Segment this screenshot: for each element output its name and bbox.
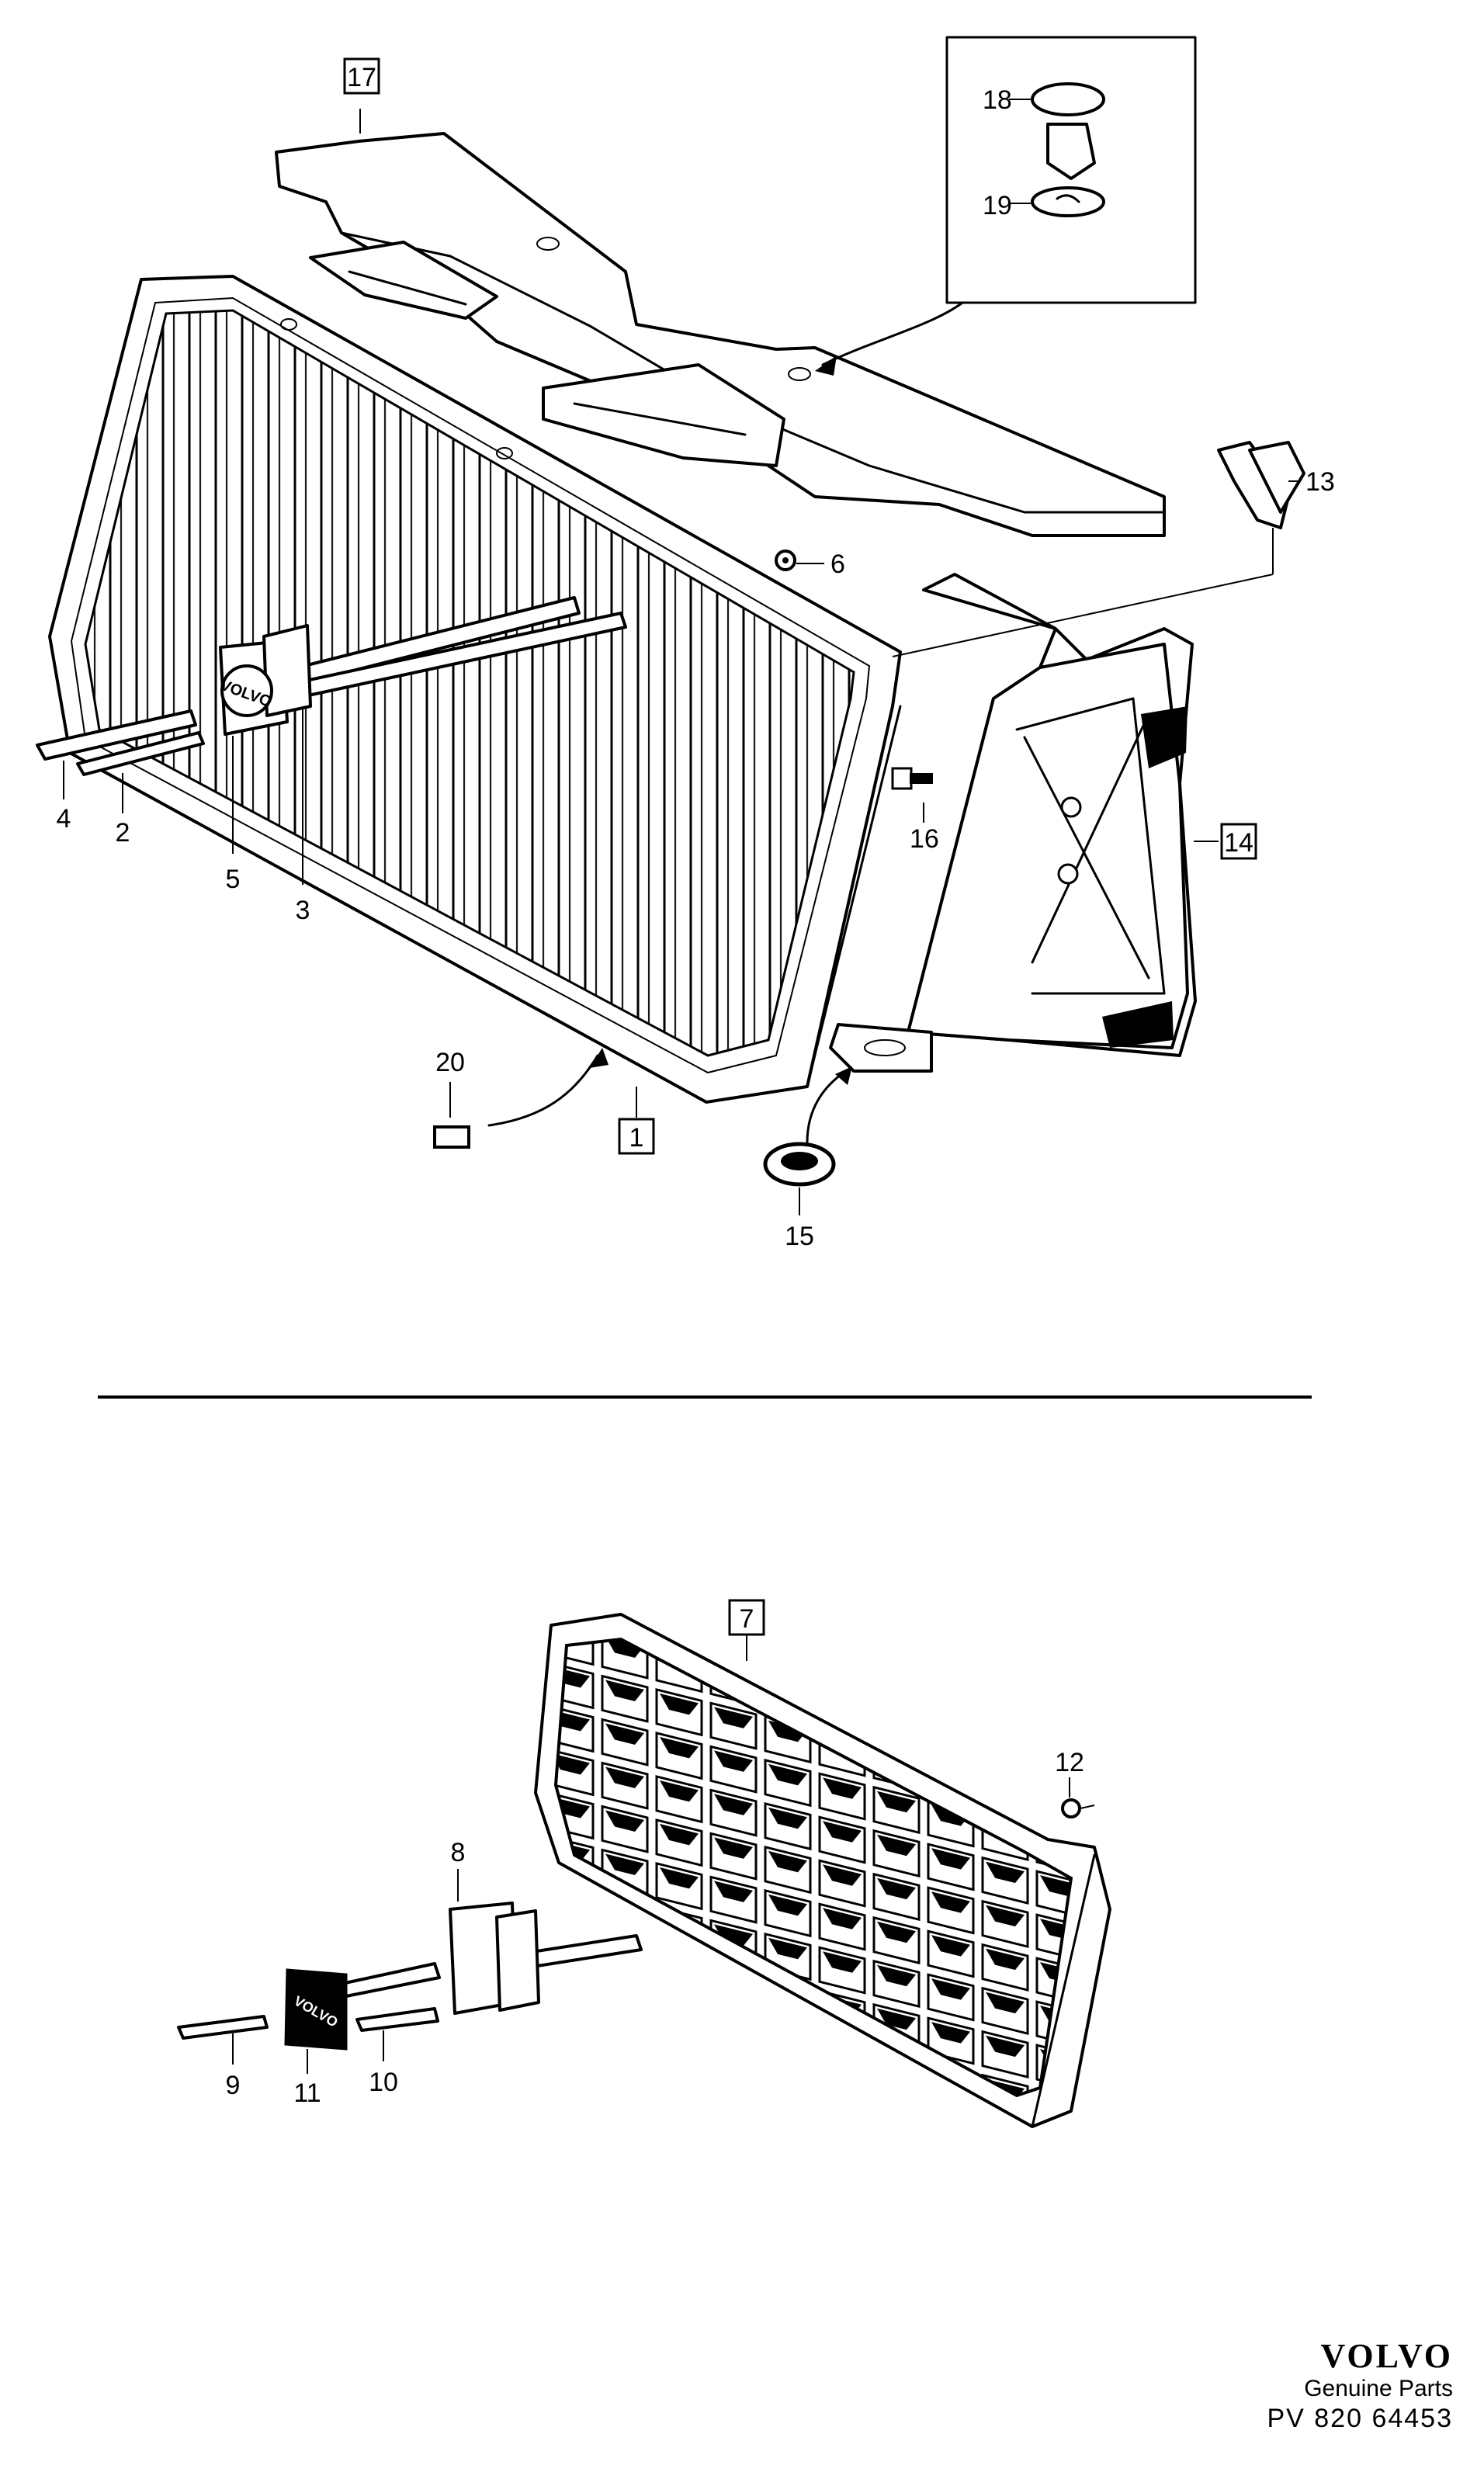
lower-grille: [534, 1613, 1111, 2128]
pad-20: [433, 1125, 470, 1149]
branding-block: VOLVO Genuine Parts PV 820 64453: [1267, 2338, 1453, 2434]
callout-3: 3: [296, 896, 310, 925]
main-grille: [48, 275, 902, 1104]
callout-12: 12: [1055, 1748, 1084, 1777]
volvo-logo: VOLVO: [1320, 2337, 1453, 2375]
clip-13: [1217, 441, 1305, 529]
nut-12: [1061, 1798, 1095, 1818]
callout-9: 9: [226, 2071, 241, 2100]
emblem-11: VOLVO: [284, 1968, 348, 2051]
brand-subtitle: Genuine Parts: [1304, 2376, 1453, 2401]
callout-20: 20: [435, 1048, 465, 1077]
callout-5: 5: [226, 865, 241, 894]
screw-16: [891, 767, 933, 790]
upper-emblem: VOLVO: [218, 624, 312, 736]
callout-4: 4: [57, 804, 71, 834]
callout-8: 8: [451, 1838, 466, 1867]
callout-19: 19: [983, 191, 1012, 220]
nut-6: [775, 550, 796, 571]
arrows: [487, 301, 1274, 1144]
callout-14: 14: [1224, 828, 1253, 858]
callout-10: 10: [369, 2068, 398, 2097]
callout-13: 13: [1305, 467, 1335, 497]
callout-15: 15: [785, 1222, 814, 1251]
strip-10: [355, 2007, 439, 2032]
strip-9: [177, 2015, 269, 2040]
callout-7: 7: [740, 1604, 754, 1634]
callout-6: 6: [830, 550, 845, 579]
lower-badge-bar: [340, 1902, 643, 2015]
callout-16: 16: [910, 824, 939, 854]
callout-1: 1: [629, 1123, 644, 1153]
callouts: 17 18 19 13 6 14 16 4 2 5 3 20 1 15 7 12…: [57, 57, 1335, 2108]
callout-11: 11: [293, 2078, 321, 2108]
leader-lines: [63, 99, 1301, 2074]
inset-box: [945, 36, 1197, 304]
diagram-reference: PV 820 64453: [1267, 2404, 1453, 2433]
callout-2: 2: [116, 818, 130, 848]
side-bracket: [829, 573, 1197, 1073]
grommet-15: [763, 1142, 836, 1187]
upper-cover-panel: [275, 132, 1166, 537]
callout-17: 17: [347, 63, 376, 92]
callout-18: 18: [983, 85, 1012, 115]
